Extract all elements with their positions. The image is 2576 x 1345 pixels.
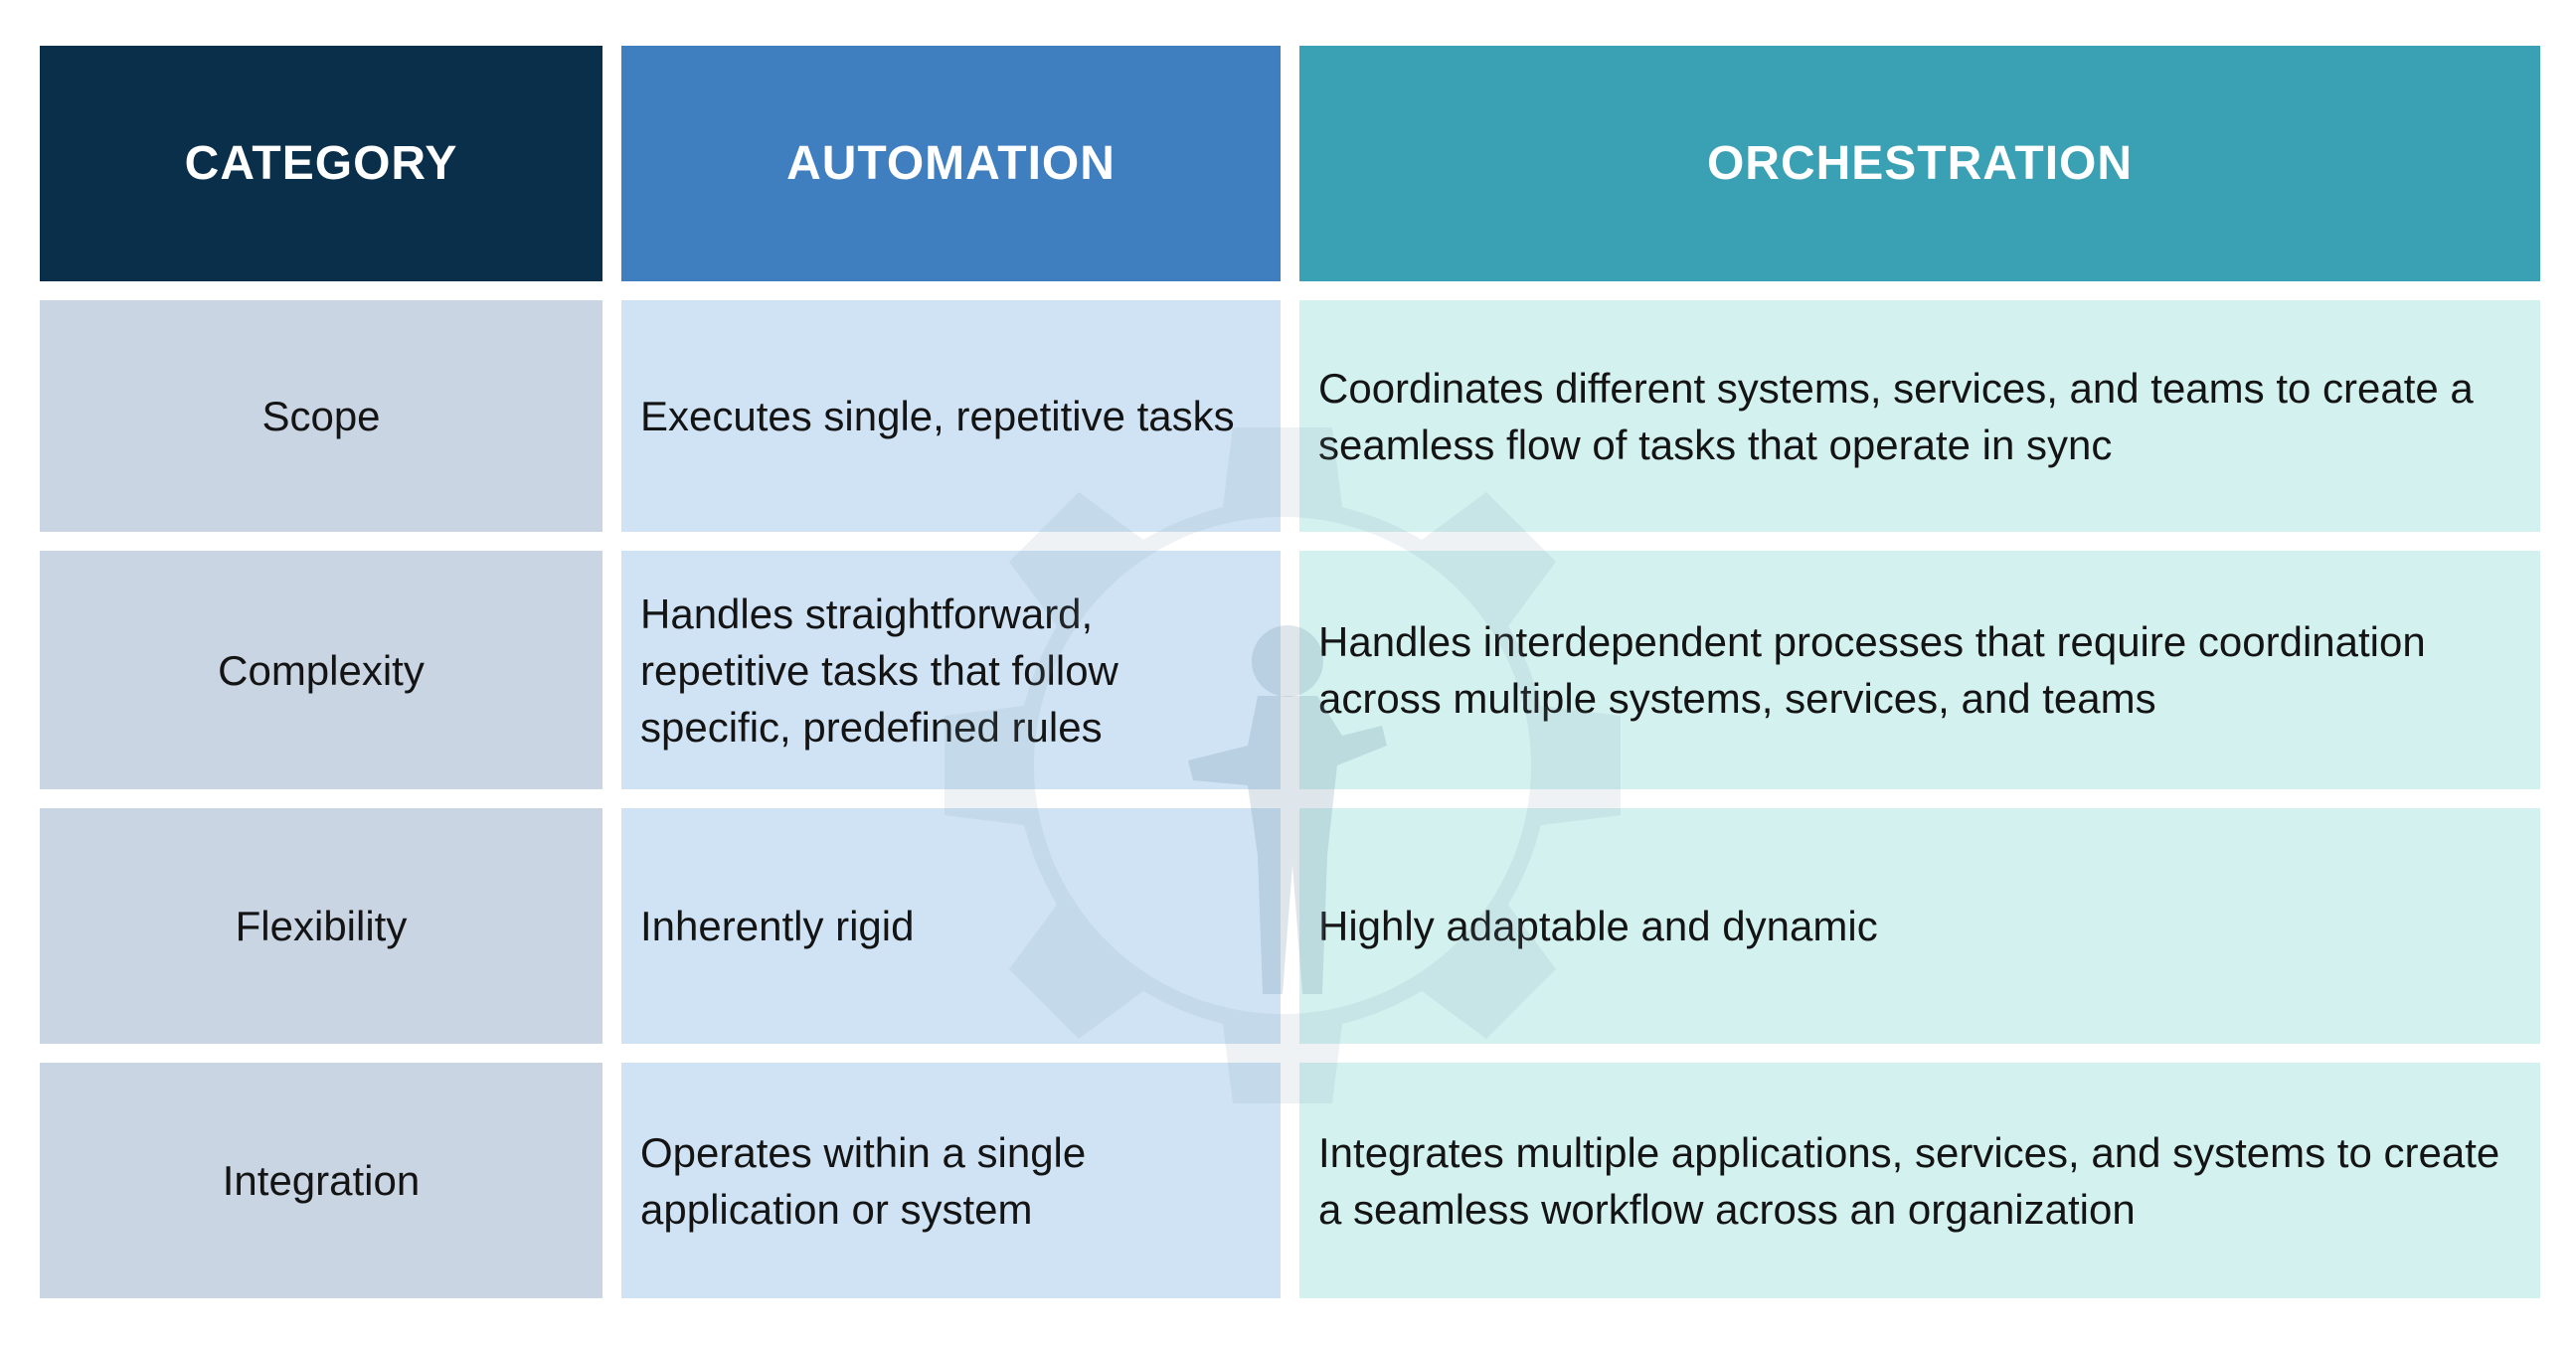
row-flexibility-category: Flexibility: [40, 808, 602, 1044]
row-flexibility-orchestration: Highly adaptable and dynamic: [1299, 808, 2540, 1044]
header-category: CATEGORY: [40, 46, 602, 281]
row-flexibility-automation: Inherently rigid: [621, 808, 1281, 1044]
header-automation: AUTOMATION: [621, 46, 1281, 281]
row-integration-category: Integration: [40, 1063, 602, 1298]
row-complexity-category: Complexity: [40, 551, 602, 789]
header-orchestration: ORCHESTRATION: [1299, 46, 2540, 281]
comparison-table: CATEGORY AUTOMATION ORCHESTRATION Scope …: [40, 46, 2541, 1298]
row-scope-orchestration: Coordinates different systems, services,…: [1299, 300, 2540, 532]
row-integration-automation: Operates within a single application or …: [621, 1063, 1281, 1298]
row-scope-category: Scope: [40, 300, 602, 532]
row-complexity-orchestration: Handles interdependent processes that re…: [1299, 551, 2540, 789]
row-complexity-automation: Handles straightforward, repetitive task…: [621, 551, 1281, 789]
row-scope-automation: Executes single, repetitive tasks: [621, 300, 1281, 532]
row-integration-orchestration: Integrates multiple applications, servic…: [1299, 1063, 2540, 1298]
